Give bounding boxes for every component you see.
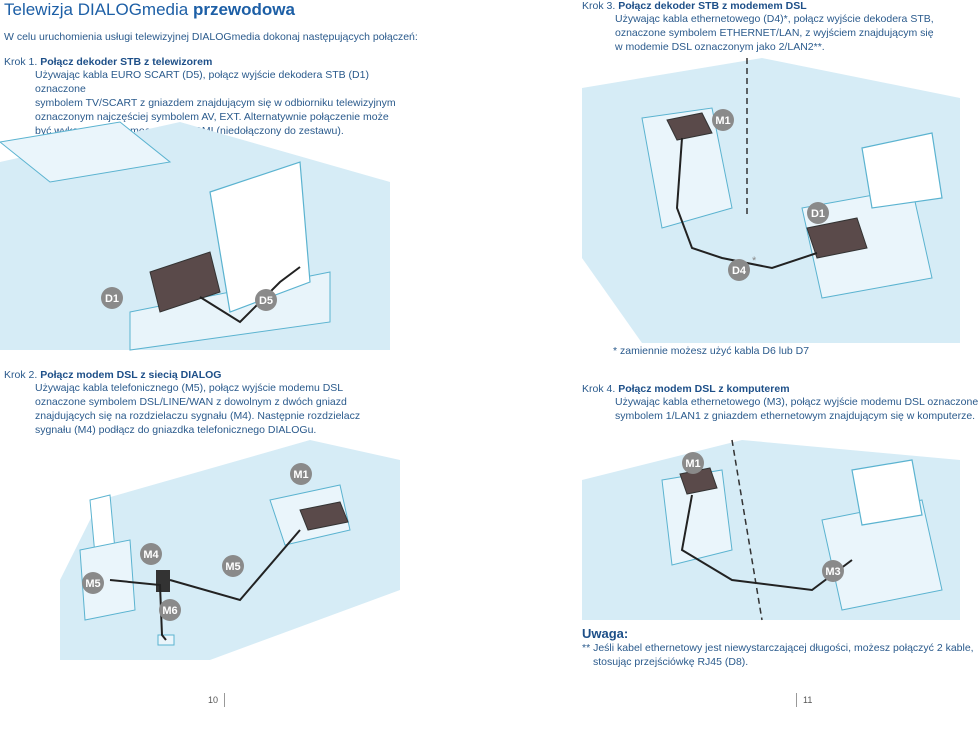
badge-d1-left-label: D1 [105,293,119,305]
step-4-heading: Połącz modem DSL z komputerem [618,383,790,395]
wall-divider [731,439,763,621]
badge-d4-asterisk: * [752,255,757,267]
badge-m1-br: M1 [682,452,704,474]
uwaga-heading: Uwaga: [582,626,629,641]
step-2-line: Używając kabla telefonicznego (M5), połą… [35,382,344,394]
badge-m5-left: M5 [82,572,104,594]
badge-d1-right: D1 [807,202,829,224]
badge-m1-bl: M1 [290,463,312,485]
step-3-label: Krok 3. [582,0,619,12]
step-2-heading: Połącz modem DSL z siecią DIALOG [40,369,222,381]
decoder-box [806,217,868,259]
badge-m1-top: M1 [712,109,734,131]
step-4-line: symbolem 1/LAN1 z gniazdem ethernetowym … [615,410,976,422]
illustration-step-2: M1 M4 M5 M5 M6 [60,440,400,660]
modem-stand [641,107,733,229]
step-2-line: sygnału (M4) podłącz do gniazdka telefon… [35,424,317,436]
badge-m6-label: M6 [162,605,177,617]
illustration-step-4: M1 M3 [582,439,960,621]
uwaga-note: Uwaga: ** Jeśli kabel ethernetowy jest n… [582,626,974,669]
badge-m3: M3 [822,560,844,582]
decoder-box [149,251,221,313]
step-3-body: Używając kabla ethernetowego (D4)*, połą… [582,12,960,54]
intro-text: W celu uruchomienia usługi telewizyjnej … [4,31,418,43]
page-title: Telewizja DIALOGmedia przewodowa [4,0,295,20]
step-4-body: Używając kabla ethernetowego (M3), połąc… [582,395,978,423]
illustration-step-3: M1 D1 D4 * [582,58,960,343]
step-4: Krok 4. Połącz modem DSL z komputerem Uż… [582,383,978,423]
step-1-heading: Połącz dekoder STB z telewizorem [40,56,213,68]
badge-m1-bl-label: M1 [293,469,308,481]
dsl-cable-m5 [169,529,301,602]
phone-table [79,539,136,621]
badge-m5-mid: M5 [222,555,244,577]
badge-d1-right-label: D1 [811,208,825,220]
uwaga-line: ** Jeśli kabel ethernetowy jest niewysta… [582,642,974,654]
step-3: Krok 3. Połącz dekoder STB z modemem DSL… [582,0,960,54]
step-2-line: znajdujących się na rozdzielaczu sygnału… [35,410,361,422]
tv-screen [209,161,311,313]
tv-screen [861,132,943,209]
step-2: Krok 2. Połącz modem DSL z siecią DIALOG… [4,369,404,437]
step-3-title: Krok 3. Połącz dekoder STB z modemem DSL [582,0,960,12]
uwaga-line: stosując przejściówkę RJ45 (D8). [593,656,749,668]
modem-box [666,112,713,141]
illustration-step-1: D1 D5 [0,121,390,351]
step-4-title: Krok 4. Połącz modem DSL z komputerem [582,383,960,395]
uwaga-body: ** Jeśli kabel ethernetowy jest niewysta… [582,641,974,669]
page-number-right: 11 [803,695,813,705]
step-1-line: oznaczonym najczęściej symbolem AV, EXT.… [35,111,389,123]
badge-d4-label: D4 [732,265,747,277]
step-4-line: Używając kabla ethernetowego (M3), połąc… [615,396,978,408]
modem-box [299,501,349,531]
step-3-line: oznaczone symbolem ETHERNET/LAN, z wyjśc… [615,27,934,39]
step-3-line: w modemie DSL oznaczonym jako 2/LAN2**. [615,41,825,53]
badge-m1-top-label: M1 [715,115,730,127]
title-bold: przewodowa [192,0,295,19]
step-1-line: symbolem TV/SCART z gniazdem znajdującym… [35,97,396,109]
title-main: Telewizja DIALOGmedia [4,0,193,19]
page-number-divider-left [224,693,225,707]
page-number-left: 10 [208,695,219,705]
badge-m4: M4 [140,543,162,565]
step-1-title: Krok 1. Połącz dekoder STB z telewizorem [4,56,404,68]
step-3-line: Używając kabla ethernetowego (D4)*, połą… [615,13,934,25]
step-1-label: Krok 1. [4,56,41,68]
page-number-divider-right [796,693,797,707]
computer-monitor [851,459,923,526]
footnote-star: * zamiennie możesz użyć kabla D6 lub D7 [613,345,810,357]
ethernet-cable-m3 [680,494,853,592]
sofa-shape [0,121,172,183]
badge-d4: D4 * [728,255,757,281]
splitter-m4 [156,570,170,592]
badge-m1-br-label: M1 [685,458,700,470]
badge-m5-mid-label: M5 [225,561,240,573]
ethernet-cable [675,137,818,270]
badge-d1-left: D1 [101,287,123,309]
step-2-title: Krok 2. Połącz modem DSL z siecią DIALOG [4,369,404,381]
step-2-body: Używając kabla telefonicznego (M5), połą… [4,381,404,437]
badge-m3-label: M3 [825,566,840,578]
badge-m5-left-label: M5 [85,578,100,590]
step-1-line: Używając kabla EURO SCART (D5), połącz w… [35,69,369,95]
badge-d5-label: D5 [259,295,273,307]
step-2-line: oznaczone symbolem DSL/LINE/WAN z dowoln… [35,396,347,408]
badge-d5: D5 [255,289,277,311]
step-4-label: Krok 4. [582,383,619,395]
step-2-label: Krok 2. [4,369,41,381]
badge-m4-label: M4 [143,549,159,561]
badge-m6: M6 [159,599,181,621]
step-3-heading: Połącz dekoder STB z modemem DSL [618,0,807,12]
